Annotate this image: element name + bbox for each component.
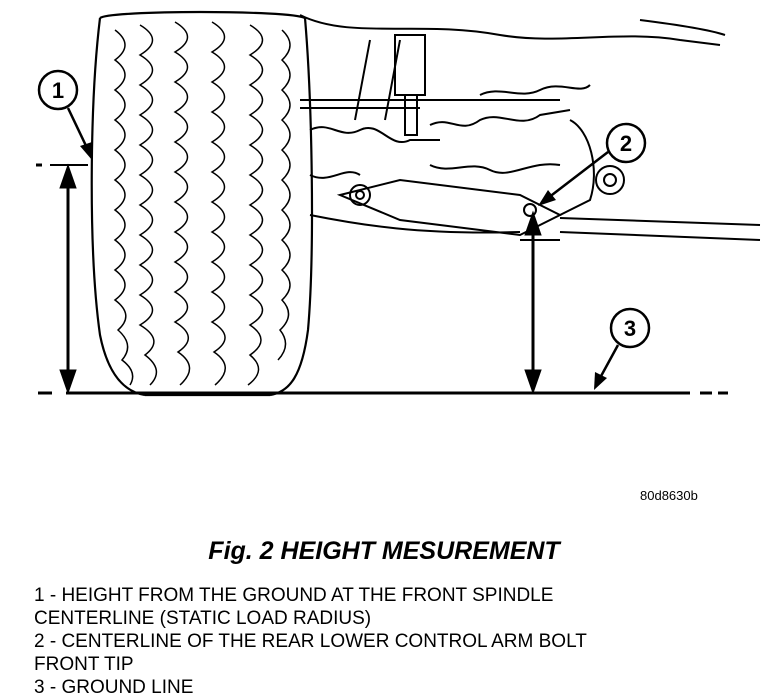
legend: 1 - HEIGHT FROM THE GROUND AT THE FRONT …	[34, 584, 754, 699]
legend-line: 3 - GROUND LINE	[34, 677, 194, 698]
callout-3: 3	[594, 307, 651, 390]
tire-tread	[113, 21, 291, 386]
legend-line: 2 - CENTERLINE OF THE REAR LOWER CONTROL…	[34, 631, 587, 652]
figure-caption: Fig. 2 HEIGHT MESUREMENT	[208, 537, 560, 565]
suspension-drawing	[299, 14, 761, 241]
callout-3-label: 3	[624, 316, 636, 341]
callout-2: 2	[538, 122, 647, 206]
legend-line: FRONT TIP	[34, 654, 134, 675]
callout-1-label: 1	[52, 78, 64, 103]
figure-id: 80d8630b	[640, 488, 698, 503]
height-measurement-illustration: 1 2 3	[36, 10, 761, 397]
spindle-height-arrow	[59, 163, 77, 395]
callout-2-label: 2	[620, 131, 632, 156]
legend-line: 1 - HEIGHT FROM THE GROUND AT THE FRONT …	[34, 585, 554, 606]
callout-1: 1	[37, 69, 92, 160]
legend-line: CENTERLINE (STATIC LOAD RADIUS)	[34, 608, 372, 629]
tire-drawing	[90, 10, 314, 397]
bolt-height-arrow	[524, 210, 542, 395]
